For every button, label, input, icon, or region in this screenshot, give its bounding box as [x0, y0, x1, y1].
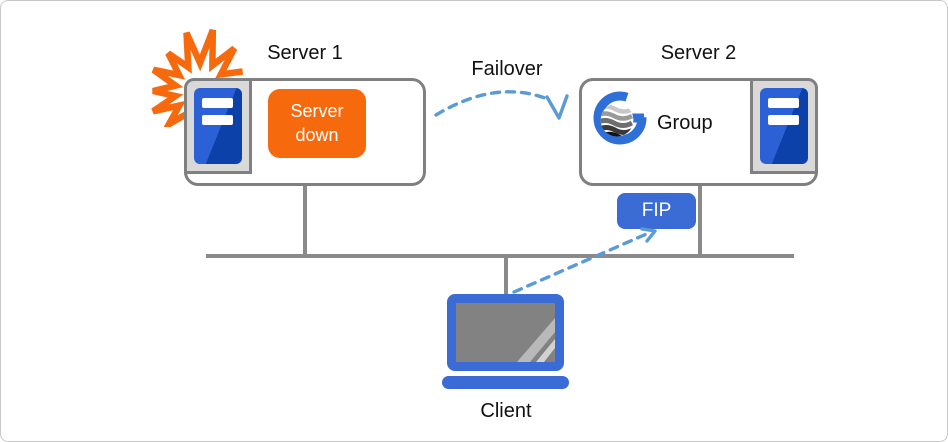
network-line-server2	[698, 184, 702, 257]
server-tower-body	[194, 88, 242, 164]
server-tower-slot	[768, 115, 799, 125]
server1-server-tower-icon	[184, 78, 252, 174]
client-to-fip-arrow	[512, 227, 657, 294]
server-tower-slot	[202, 98, 233, 108]
network-line-client	[504, 258, 508, 295]
server-down-badge: Server down	[268, 89, 366, 158]
server1-title: Server 1	[267, 42, 343, 64]
client-label: Client	[480, 400, 532, 422]
network-line-horizontal	[206, 254, 794, 258]
failover-arrow	[434, 90, 569, 120]
crash-starburst-icon	[151, 28, 244, 127]
failover-label: Failover	[471, 58, 543, 80]
server2-server-tower-icon	[750, 78, 818, 174]
server-tower-slot	[202, 115, 233, 125]
server-tower-body	[760, 88, 808, 164]
server2-title: Server 2	[660, 42, 737, 64]
group-label: Group	[657, 112, 713, 134]
network-line-server1	[303, 184, 307, 257]
client-laptop-icon	[442, 294, 569, 389]
cluster-group-logo-icon	[593, 91, 647, 145]
fip-badge: FIP	[617, 193, 696, 229]
server-tower-slot	[768, 98, 799, 108]
